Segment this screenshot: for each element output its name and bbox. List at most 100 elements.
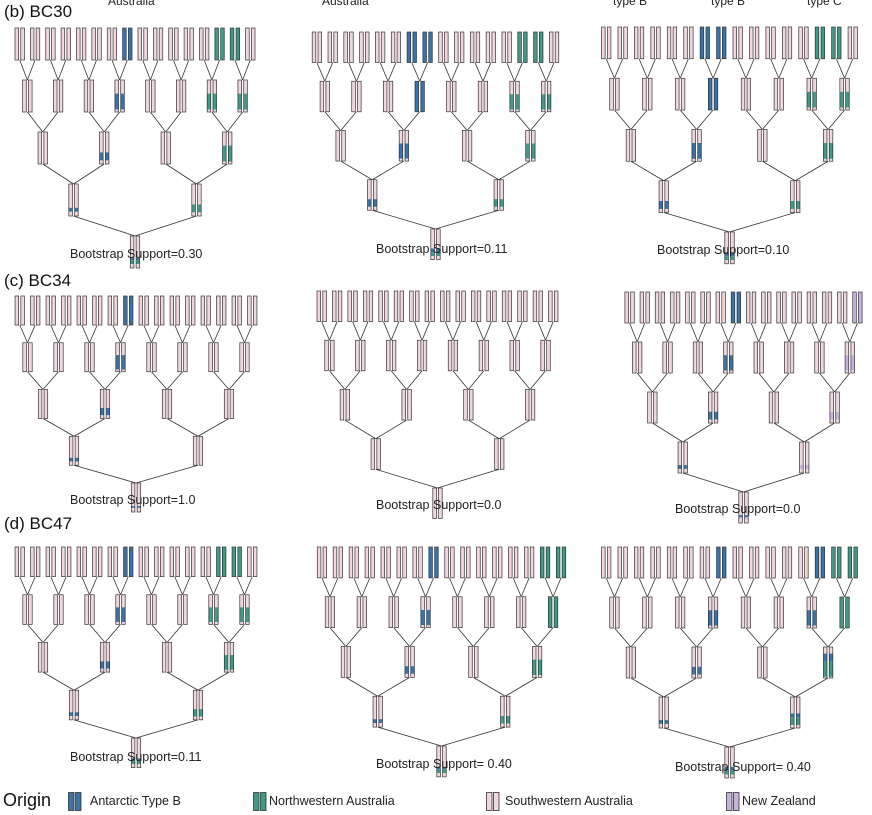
node-bar xyxy=(691,129,696,162)
node-bar xyxy=(477,80,483,113)
node-bar xyxy=(662,341,667,374)
node-bar-segment xyxy=(815,547,819,578)
node-bar-segment xyxy=(730,766,735,771)
node-bar-segment xyxy=(476,32,480,63)
node-bar-segment xyxy=(90,342,95,368)
node-bar-segment xyxy=(724,774,729,778)
node-bar-segment xyxy=(208,342,213,368)
node-bar-segment xyxy=(479,366,483,371)
tree-branch xyxy=(88,59,97,81)
node-bar-segment xyxy=(230,389,234,415)
tree-branch xyxy=(679,577,689,598)
node-bar xyxy=(66,27,71,61)
node-bar-segment xyxy=(494,179,498,200)
node-bar-segment xyxy=(354,547,359,578)
node-bar xyxy=(66,295,72,326)
node-bar xyxy=(784,341,789,374)
swatch-bar xyxy=(726,792,733,811)
tree-branch xyxy=(377,677,410,697)
tree-branch xyxy=(112,576,121,595)
node-bar xyxy=(675,596,680,629)
node-bar-segment xyxy=(199,716,203,720)
node-bar-segment xyxy=(829,129,833,144)
node-bar xyxy=(311,31,317,63)
node-bar xyxy=(561,546,567,579)
node-bar-segment xyxy=(642,623,647,628)
tree-branch xyxy=(704,58,714,79)
node-bar-segment xyxy=(548,596,552,628)
node-bar xyxy=(500,695,505,728)
node-bar-segment xyxy=(22,367,27,372)
node-bar-segment xyxy=(20,28,25,60)
node-bar-segment xyxy=(400,291,404,322)
tree-branch xyxy=(19,59,28,81)
node-bar xyxy=(253,546,258,577)
node-bar xyxy=(452,596,457,628)
node-bar-segment xyxy=(714,78,718,111)
node-bar-segment xyxy=(848,27,852,59)
node-bar-segment xyxy=(338,291,342,322)
node-bar xyxy=(729,341,734,374)
node-bar-segment xyxy=(681,78,685,106)
node-bar xyxy=(206,546,211,577)
node-bar-segment xyxy=(191,296,195,325)
node-bar xyxy=(412,31,417,63)
node-bar-segment xyxy=(640,292,644,323)
node-bar-segment xyxy=(106,642,110,662)
node-bar xyxy=(617,546,622,579)
node-bar-segment xyxy=(724,256,729,261)
node-bar-segment xyxy=(247,296,252,325)
node-bar-segment xyxy=(626,673,630,678)
node-bar-segment xyxy=(454,32,459,63)
tree-branch xyxy=(468,370,485,390)
node-bar xyxy=(789,341,795,374)
node-bar xyxy=(37,389,43,419)
node-bar-segment xyxy=(131,760,135,764)
node-bar-segment xyxy=(850,342,855,356)
node-bar-segment xyxy=(670,292,675,323)
node-bar xyxy=(617,26,622,60)
node-bar-segment xyxy=(362,622,367,628)
node-bar-segment xyxy=(462,130,467,157)
node-bar-segment xyxy=(829,676,833,678)
node-bar-segment xyxy=(388,622,393,628)
node-bar-segment xyxy=(741,623,745,628)
node-bar xyxy=(650,546,655,579)
node-bar xyxy=(724,231,729,265)
node-bar-segment xyxy=(51,28,56,60)
node-bar-segment xyxy=(634,27,638,59)
node-bar-segment xyxy=(790,717,795,726)
node-bar xyxy=(414,80,419,113)
node-bar xyxy=(453,339,458,372)
node-bar xyxy=(59,594,64,625)
node-bar-segment xyxy=(28,594,33,620)
node-bar-segment xyxy=(738,492,743,516)
node-bar xyxy=(346,646,351,678)
node-bar xyxy=(245,342,250,373)
node-bar-segment xyxy=(222,132,227,146)
node-bar-segment xyxy=(469,415,474,421)
node-bar-segment xyxy=(59,80,63,108)
node-bar-segment xyxy=(131,738,135,759)
node-bar-segment xyxy=(525,158,530,162)
support-label-c3: Bootstrap Support=0.0 xyxy=(675,502,801,516)
node-bar-segment xyxy=(346,672,351,678)
node-bar-segment xyxy=(716,292,720,323)
node-bar-segment xyxy=(744,515,749,517)
node-bar-segment xyxy=(626,129,630,157)
node-bar xyxy=(713,391,719,424)
node-bar-segment xyxy=(782,292,787,323)
node-bar xyxy=(773,596,779,629)
node-bar xyxy=(53,594,58,625)
node-bar-segment xyxy=(30,28,34,60)
node-bar-segment xyxy=(547,81,551,95)
tree-branch xyxy=(104,624,121,643)
tree-branch xyxy=(359,321,369,341)
tree-branch xyxy=(340,111,357,131)
node-bar-segment xyxy=(730,256,735,261)
node-bar-segment xyxy=(700,27,704,59)
node-bar-segment xyxy=(361,340,366,367)
node-bar xyxy=(229,389,235,419)
node-bar-segment xyxy=(484,81,488,108)
tree-branch xyxy=(211,59,220,81)
